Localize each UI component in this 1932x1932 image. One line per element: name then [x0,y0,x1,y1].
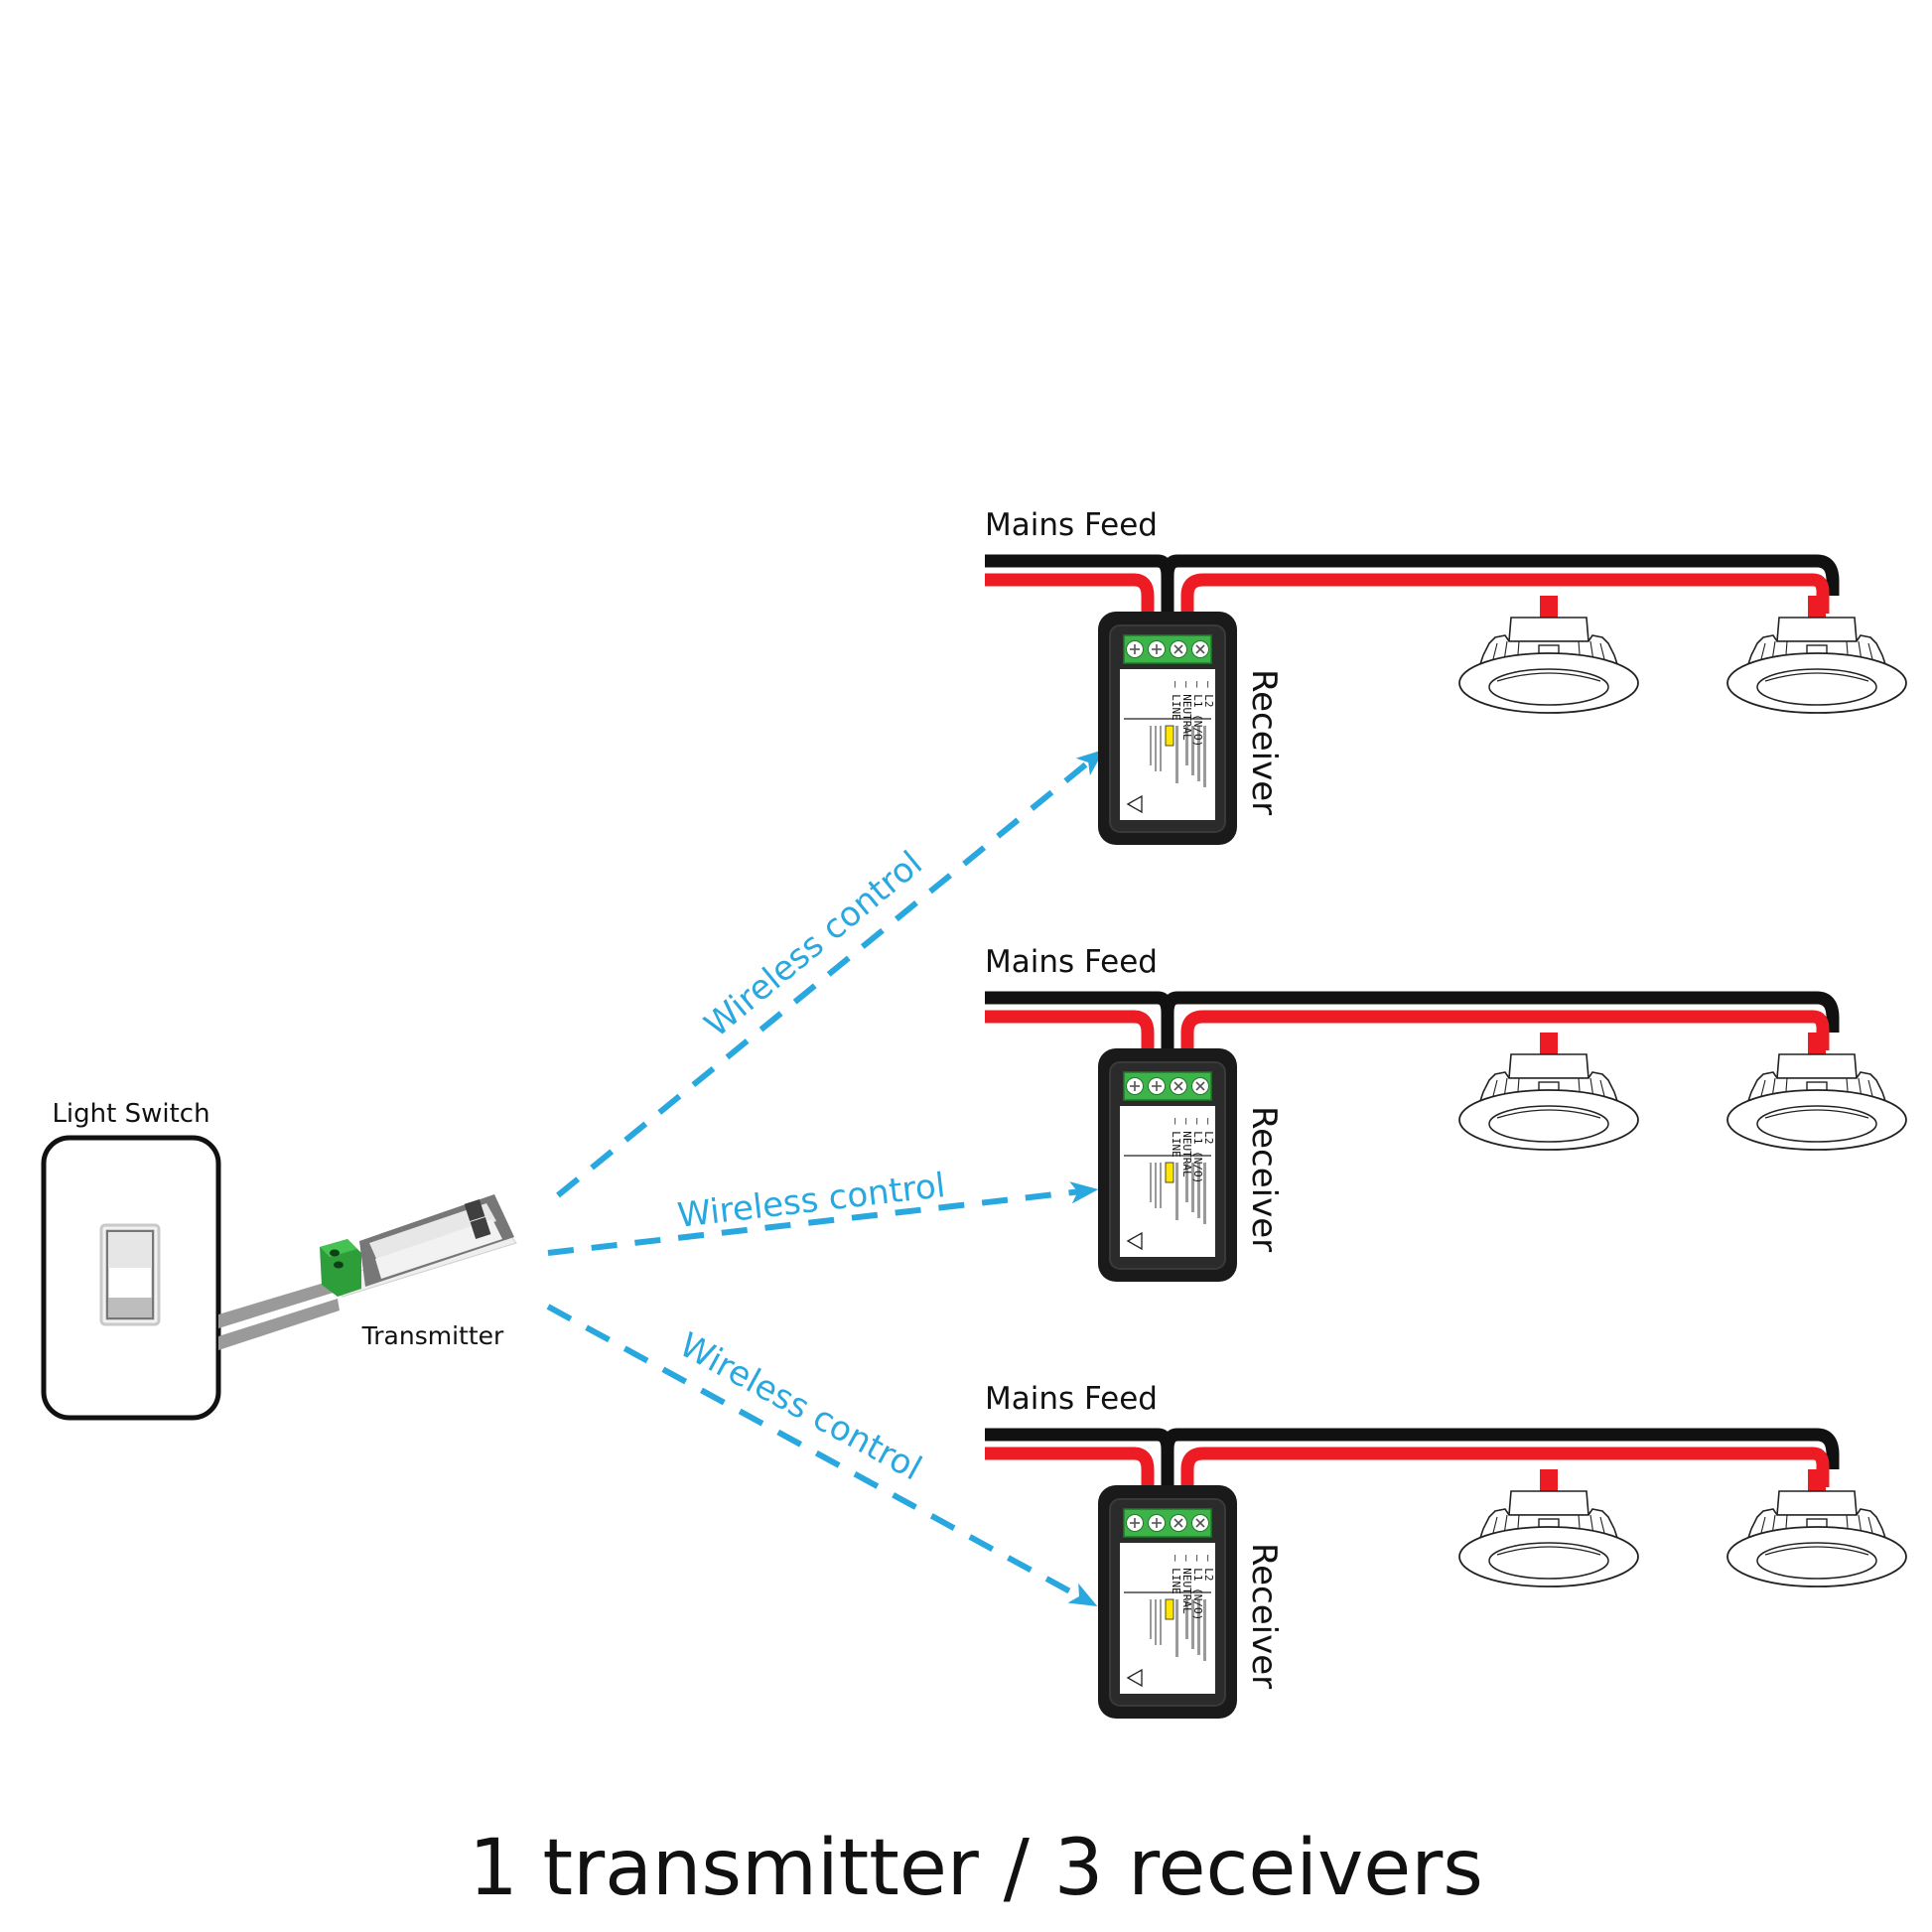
downlight-icon [1458,1468,1639,1587]
receiver-device [1097,1484,1238,1720]
terminal-label: — NEUTRAL [1180,681,1193,741]
wireless-link-2: Wireless control [547,1166,1099,1256]
switch-cable [218,1279,340,1350]
live-wire-out [1180,573,1830,621]
mains-feed-label: Mains Feed [985,944,1158,980]
circuit-3: Mains Feed — L2— L1 (N/O)— NEUTRAL— LINE R… [985,1381,1907,1720]
light-switch-label: Light Switch [52,1099,209,1129]
circuit-1: Mains Feed — L2— L1 (N/O)— NEUTRAL— LINE R… [985,507,1907,846]
terminal-label: — L2 [1202,681,1215,708]
downlight-icon [1726,1468,1907,1587]
battery-transmitter-icon [320,1194,517,1298]
terminal-label: — L1 (N/O) [1191,681,1204,747]
terminal-label: — NEUTRAL [1180,1555,1193,1614]
receiver-label: Receiver [1244,669,1284,815]
wireless-arrow [547,1181,1099,1256]
live-wire-in [985,1447,1155,1494]
mains-feed-label: Mains Feed [985,1381,1158,1417]
live-wire-in [985,1010,1155,1057]
wireless-arrow [556,749,1105,1198]
terminal-label: — L1 (N/O) [1191,1555,1204,1620]
terminal-label: — L2 [1202,1555,1215,1582]
transmitter: Transmitter [320,1194,517,1350]
live-wire-out [1180,1010,1830,1057]
downlight-icon [1458,595,1639,714]
transmitter-label: Transmitter [361,1321,504,1350]
neutral-wire [985,991,1840,1057]
neutral-wire [985,1428,1840,1494]
receiver-device [1097,1047,1238,1283]
neutral-wire [985,554,1840,621]
wireless-label: Wireless control [697,844,929,1045]
downlight-icon [1726,595,1907,714]
downlight-icon [1458,1032,1639,1151]
mains-feed-label: Mains Feed [985,507,1158,543]
downlight-icon [1726,1032,1907,1151]
terminal-label: — L1 (N/O) [1191,1118,1204,1183]
receiver-device [1097,611,1238,846]
circuit-2: Mains Feed — L2— L1 (N/O)— NEUTRAL— LINE R… [985,944,1907,1283]
terminal-label: — LINE [1170,681,1182,721]
wireless-arrow [546,1304,1098,1607]
receiver-label: Receiver [1244,1106,1284,1252]
diagram-caption: 1 transmitter / 3 receivers [469,1824,1483,1913]
terminal-label: — LINE [1170,1555,1182,1594]
live-wire-out [1180,1447,1830,1494]
wireless-label: Wireless control [673,1325,928,1489]
terminal-label: — LINE [1170,1118,1182,1158]
terminal-label: — L2 [1202,1118,1215,1145]
rocker-switch-icon [99,1223,161,1326]
live-wire-in [985,573,1155,621]
light-switch: Light Switch [41,1099,221,1421]
terminal-label: — NEUTRAL [1180,1118,1193,1177]
receiver-label: Receiver [1244,1543,1284,1689]
